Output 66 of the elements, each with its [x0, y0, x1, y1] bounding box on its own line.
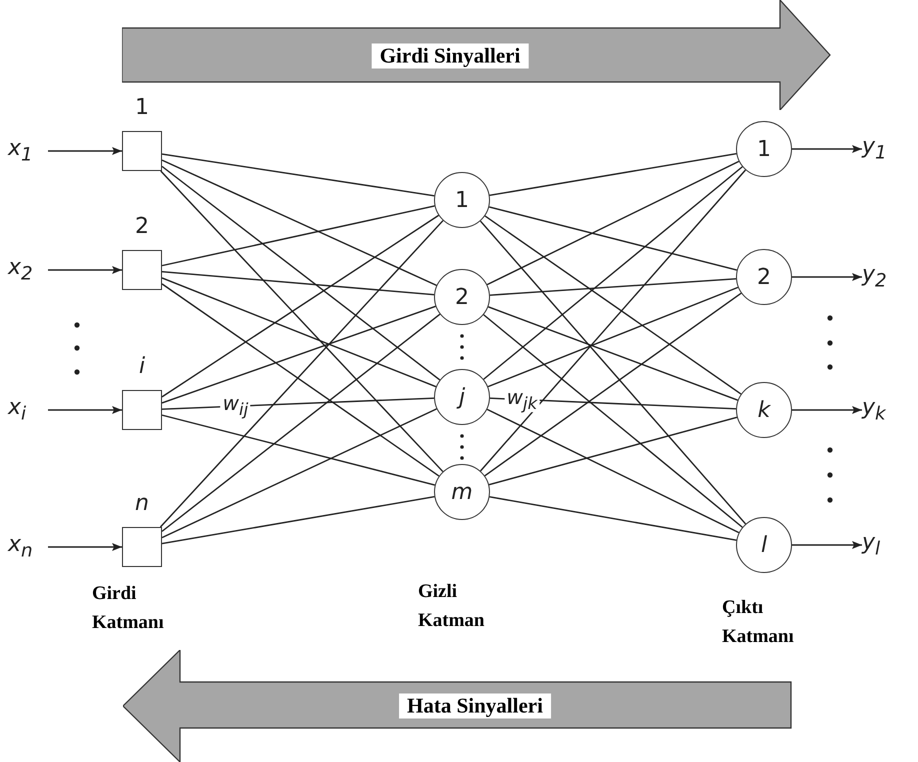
connection-line	[160, 220, 444, 528]
connection-line	[162, 153, 434, 196]
arrow	[792, 406, 862, 414]
node-label: j	[458, 384, 466, 410]
signal-label: x$_{n}$	[8, 532, 33, 562]
signal-label: x$_{1}$	[8, 136, 33, 166]
connection-line	[162, 314, 440, 532]
connection-line	[162, 166, 440, 380]
connection-line	[162, 159, 437, 286]
connection-line	[488, 306, 738, 401]
connection-line	[488, 286, 738, 388]
arrow	[48, 147, 122, 155]
neuron-circle	[434, 172, 490, 228]
signal-label: x$_{2}$	[8, 255, 33, 285]
node-label: 2	[757, 264, 771, 290]
connection-line	[490, 152, 736, 196]
connection-line	[160, 170, 444, 472]
node-label: 2	[134, 214, 150, 239]
connection-line	[162, 306, 436, 404]
arrow	[792, 273, 862, 281]
node-label: 1	[134, 95, 150, 120]
connection-line	[483, 166, 743, 380]
connection-line	[162, 277, 436, 388]
connection-line	[162, 397, 434, 410]
arrow	[792, 145, 862, 153]
connection-line	[484, 215, 742, 395]
connection-line	[162, 408, 437, 538]
node-label: i	[138, 354, 146, 379]
node-label: 1	[455, 188, 469, 212]
node-label: l	[760, 532, 768, 558]
neuron-circle	[434, 464, 490, 520]
connection-line	[162, 214, 439, 398]
signal-label: y$_{k}$	[862, 395, 886, 425]
connection-line	[488, 206, 738, 271]
layer-label: Çıktı Katmanı	[722, 596, 795, 648]
node-label: 2	[455, 284, 469, 310]
arrow	[48, 266, 122, 274]
connection-line	[483, 314, 743, 528]
connection-line	[162, 271, 434, 296]
layer-label: Gizli Katman	[418, 580, 486, 632]
arrow	[792, 541, 862, 549]
signal-label: x$_{i}$	[8, 395, 26, 425]
banner-label: Girdi Sinyalleri	[372, 44, 528, 68]
connection-line	[480, 220, 746, 524]
connection-line	[162, 283, 440, 477]
node-label: k	[758, 398, 770, 422]
arrow	[48, 406, 122, 414]
connection-line	[488, 416, 738, 486]
connection-line	[162, 205, 435, 266]
signal-label: y$_{2}$	[862, 262, 887, 292]
connection-line	[486, 160, 740, 286]
signal-label: y$_{1}$	[862, 134, 887, 164]
connection-line	[162, 496, 435, 544]
node-label: m	[451, 480, 473, 504]
connection-line	[486, 408, 740, 534]
signal-label: y$_{l}$	[862, 530, 880, 560]
arrow	[48, 543, 122, 551]
connection-line	[489, 496, 737, 541]
connection-line	[480, 170, 746, 472]
node-label: 1	[757, 136, 771, 162]
layer-label: Girdi Katmanı	[92, 582, 165, 634]
connection-line	[162, 414, 436, 486]
connection-line	[484, 292, 742, 476]
node-label: n	[134, 491, 150, 516]
banner-label: Hata Sinyalleri	[399, 694, 551, 718]
connection-line	[490, 278, 736, 296]
